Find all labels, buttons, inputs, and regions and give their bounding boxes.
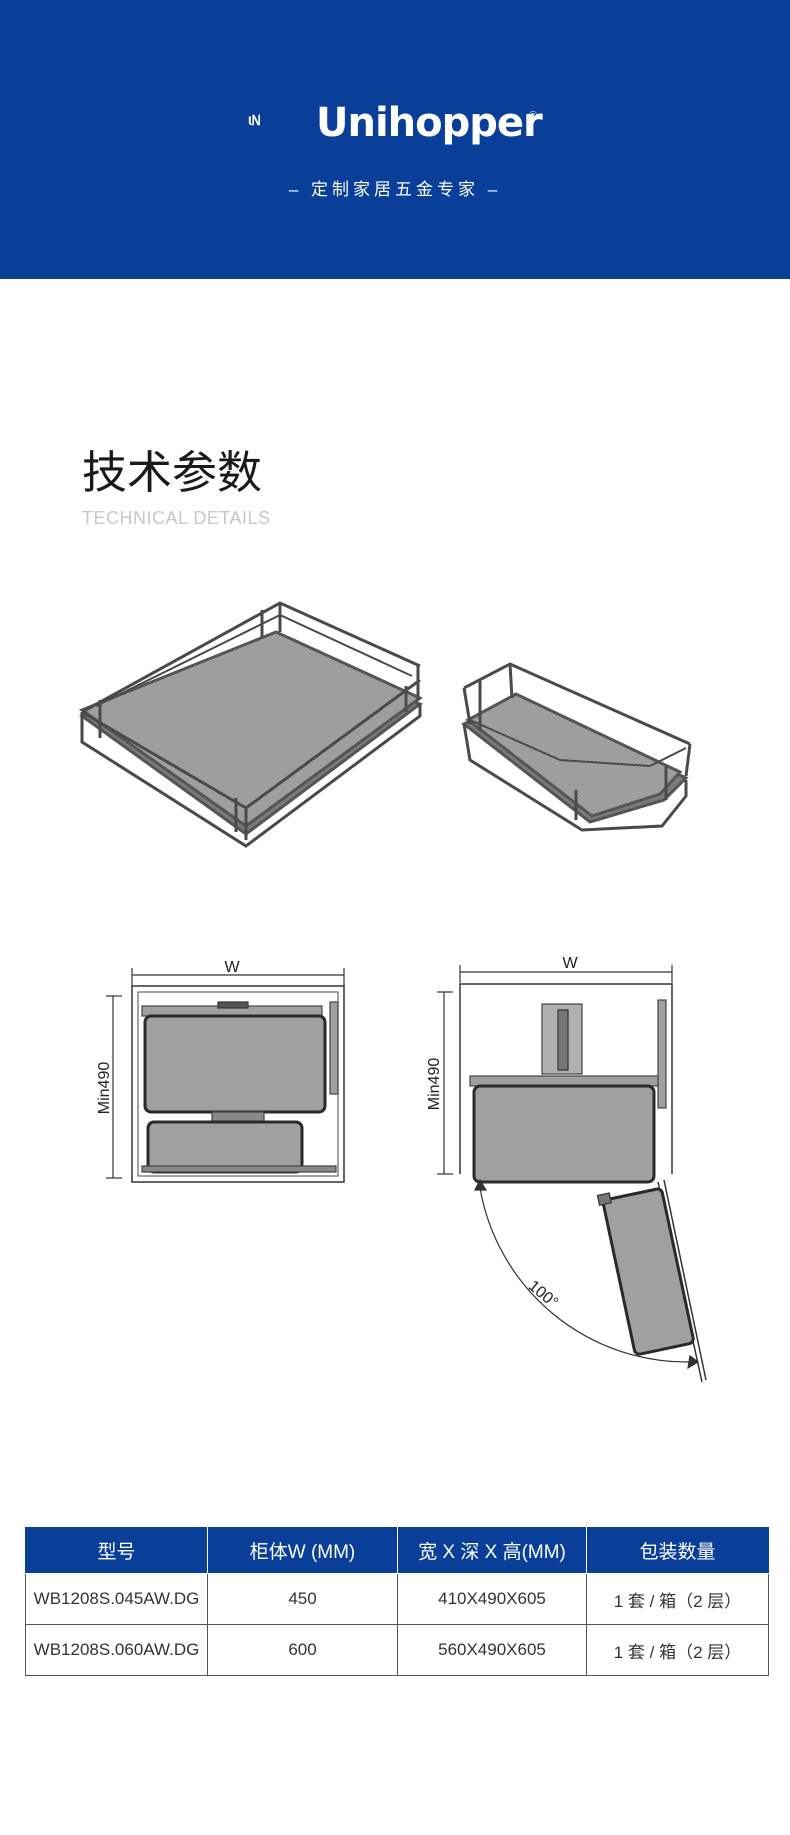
product-illustrations: W Min490 W Min490 100° (78, 601, 707, 1383)
unihopper-logo-icon (248, 114, 260, 126)
cell-model: WB1208S.060AW.DG (25, 1624, 208, 1676)
width-label-right: W (562, 955, 578, 972)
height-label-right: Min490 (426, 1058, 443, 1111)
section-title: 技术参数 (82, 446, 263, 499)
header-cabinet-width: 柜体W (MM) (207, 1527, 398, 1574)
height-label-left: Min490 (96, 1062, 113, 1115)
brand-name: Unihopper (316, 100, 543, 146)
cell-cabinet-width: 450 (207, 1573, 398, 1625)
width-label-left: W (224, 959, 240, 976)
cell-dimensions: 410X490X605 (397, 1573, 587, 1625)
cell-package-qty: 1 套 / 箱（2 层） (586, 1573, 769, 1625)
table-header-row: 型号 柜体W (MM) 宽 X 深 X 高(MM) 包装数量 (25, 1527, 769, 1574)
brand-tagline: – 定制家居五金专家 – (288, 180, 502, 199)
cell-model: WB1208S.045AW.DG (25, 1573, 208, 1625)
brand-banner: Unihopper ® – 定制家居五金专家 – (0, 0, 790, 279)
swing-view-drawing (437, 965, 707, 1383)
registered-mark: ® (529, 110, 538, 122)
angle-label: 100° (525, 1277, 561, 1311)
spec-table: 型号 柜体W (MM) 宽 X 深 X 高(MM) 包装数量 WB1208S.0… (25, 1527, 769, 1676)
cell-package-qty: 1 套 / 箱（2 层） (586, 1624, 769, 1676)
basket-rectangular-image (78, 601, 423, 848)
header-model: 型号 (25, 1527, 208, 1574)
front-view-drawing (106, 968, 345, 1183)
header-package-qty: 包装数量 (586, 1527, 769, 1574)
basket-corner-image (461, 662, 692, 832)
table-row: WB1208S.045AW.DG 450 410X490X605 1 套 / 箱… (25, 1573, 769, 1625)
header-dimensions: 宽 X 深 X 高(MM) (397, 1527, 587, 1574)
table-row: WB1208S.060AW.DG 600 560X490X605 1 套 / 箱… (25, 1624, 769, 1676)
cell-cabinet-width: 600 (207, 1624, 398, 1676)
cell-dimensions: 560X490X605 (397, 1624, 587, 1676)
section-subtitle: TECHNICAL DETAILS (82, 508, 271, 528)
